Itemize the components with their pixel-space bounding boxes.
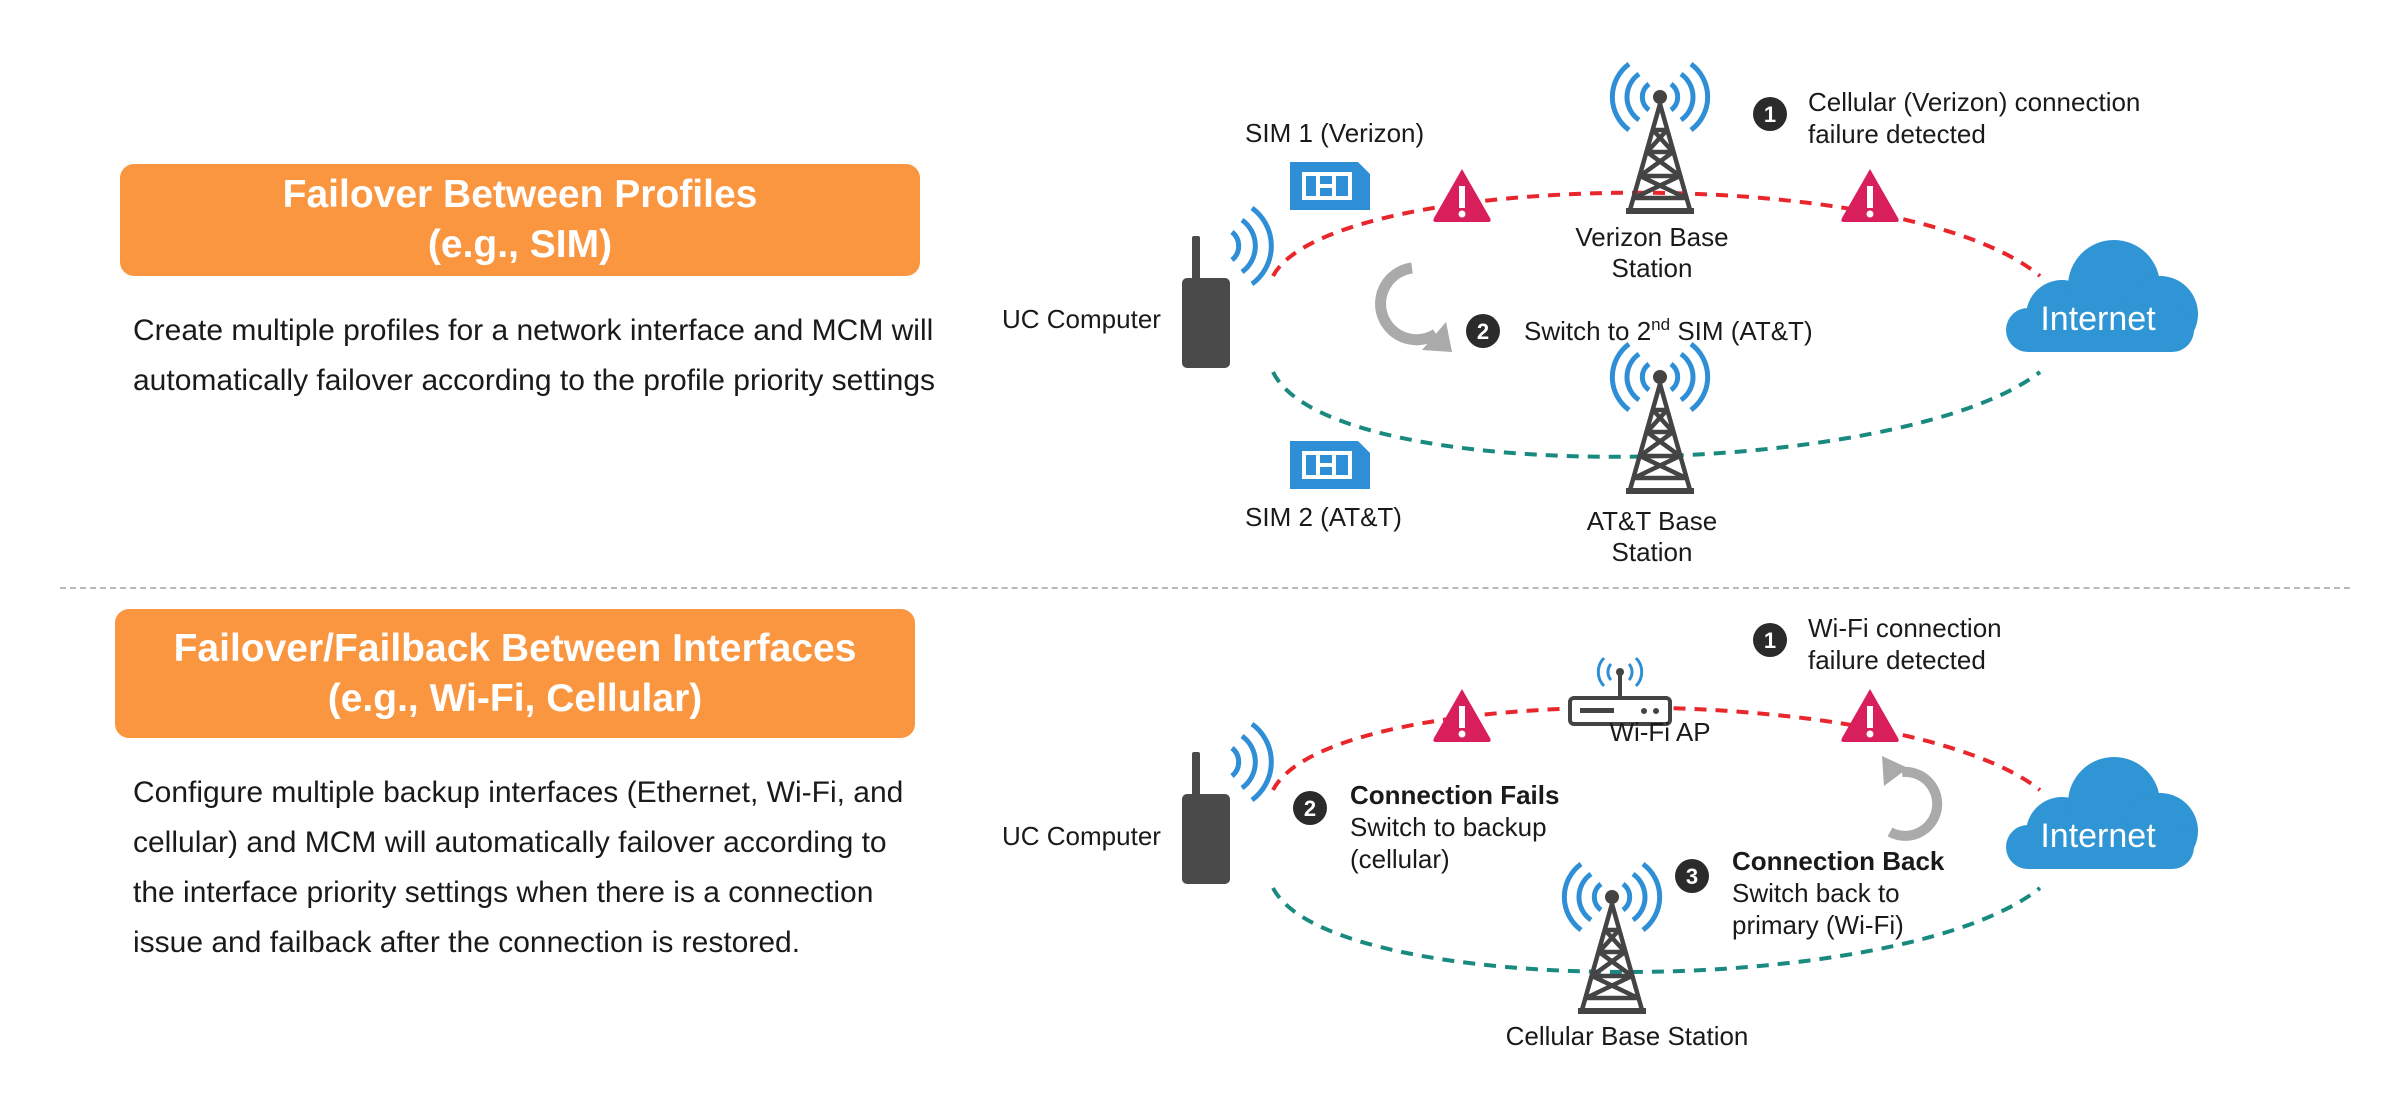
internet-label: Internet	[2040, 300, 2156, 338]
router-icon	[1568, 656, 1672, 726]
radio-waves-icon	[1232, 724, 1271, 800]
panel1-desc-line1: Create multiple profiles for a network i…	[133, 314, 934, 347]
warning-icon	[1841, 169, 1899, 222]
step3-text-line1: Switch back to	[1732, 878, 1900, 908]
cellular-station-label: Cellular Base Station	[1506, 1021, 1749, 1051]
panel1-title-line1: Failover Between Profiles	[282, 173, 758, 216]
radio-waves-icon	[1232, 208, 1271, 284]
uc-computer-label: UC Computer	[1002, 821, 1161, 851]
panel2-desc-line3: the interface priority settings when the…	[133, 876, 874, 909]
verizon-station-label-2: Station	[1612, 253, 1693, 283]
step1-text-line1: Wi-Fi connection	[1808, 613, 2002, 643]
att-station-label-2: Station	[1612, 537, 1693, 567]
panel2-desc-line1: Configure multiple backup interfaces (Et…	[133, 776, 904, 809]
verizon-station-label-1: Verizon Base	[1575, 222, 1728, 252]
step2-text: Switch to 2nd SIM (AT&T)	[1524, 315, 1813, 346]
sim2-label: SIM 2 (AT&T)	[1245, 502, 1402, 532]
rotate-arrow-icon	[1375, 262, 1452, 352]
warning-icon	[1433, 169, 1491, 222]
panel1-description: Create multiple profiles for a network i…	[133, 306, 935, 406]
step2-number: 2	[1304, 796, 1316, 821]
step3-title: Connection Back	[1732, 846, 1945, 876]
step1-text-line2: failure detected	[1808, 645, 1986, 675]
step1-badge: 1	[1753, 623, 1787, 657]
step2-badge: 2	[1466, 314, 1500, 348]
primary-path-verizon	[1271, 190, 2042, 278]
internet-label: Internet	[2040, 817, 2156, 855]
step2-badge: 2	[1293, 791, 1327, 825]
step1-text-line1: Cellular (Verizon) connection	[1808, 87, 2140, 117]
step2-title: Connection Fails	[1350, 780, 1559, 810]
step1-number: 1	[1764, 102, 1776, 127]
sim-card-icon	[1290, 441, 1370, 489]
sim1-label: SIM 1 (Verizon)	[1245, 118, 1424, 148]
panel1-title-line2: (e.g., SIM)	[427, 223, 613, 266]
step2-text-line2: (cellular)	[1350, 844, 1450, 874]
device-icon	[1182, 752, 1230, 884]
panel1-title-banner: Failover Between Profiles (e.g., SIM)	[120, 164, 920, 276]
panel1-desc-line2: automatically failover according to the …	[133, 364, 936, 397]
step2-text-line1: Switch to backup	[1350, 812, 1547, 842]
warning-icon	[1433, 689, 1491, 742]
step3-text-line2: primary (Wi-Fi)	[1732, 910, 1904, 940]
warning-icon	[1841, 689, 1899, 742]
step3-number: 3	[1686, 864, 1698, 889]
panel2-desc-line4: issue and failback after the connection …	[133, 926, 801, 959]
att-station-label-1: AT&T Base	[1587, 506, 1718, 536]
step2-number: 2	[1477, 319, 1489, 344]
step1-text-line2: failure detected	[1808, 119, 1986, 149]
panel2-title-banner: Failover/Failback Between Interfaces (e.…	[115, 609, 915, 738]
uc-computer-label: UC Computer	[1002, 304, 1161, 334]
panel2-desc-line2: cellular) and MCM will automatically fai…	[133, 826, 887, 859]
rotate-arrow-icon	[1882, 756, 1943, 841]
panel2-title-line1: Failover/Failback Between Interfaces	[173, 626, 857, 670]
step1-badge: 1	[1753, 97, 1787, 131]
step1-number: 1	[1764, 628, 1776, 653]
panel2-description: Configure multiple backup interfaces (Et…	[133, 768, 903, 968]
radio-tower-icon	[1564, 864, 1659, 1014]
radio-tower-icon	[1612, 344, 1707, 494]
device-icon	[1182, 236, 1230, 368]
panel2-title-line2: (e.g., Wi-Fi, Cellular)	[327, 676, 703, 720]
backup-path-cellular	[1271, 886, 2042, 974]
step3-badge: 3	[1675, 859, 1709, 893]
sim-card-icon	[1290, 162, 1370, 210]
section-divider	[60, 587, 2350, 589]
backup-path-att	[1271, 370, 2042, 459]
primary-path-wifi	[1271, 705, 2042, 792]
wifi-ap-label: Wi-Fi AP	[1609, 717, 1710, 747]
